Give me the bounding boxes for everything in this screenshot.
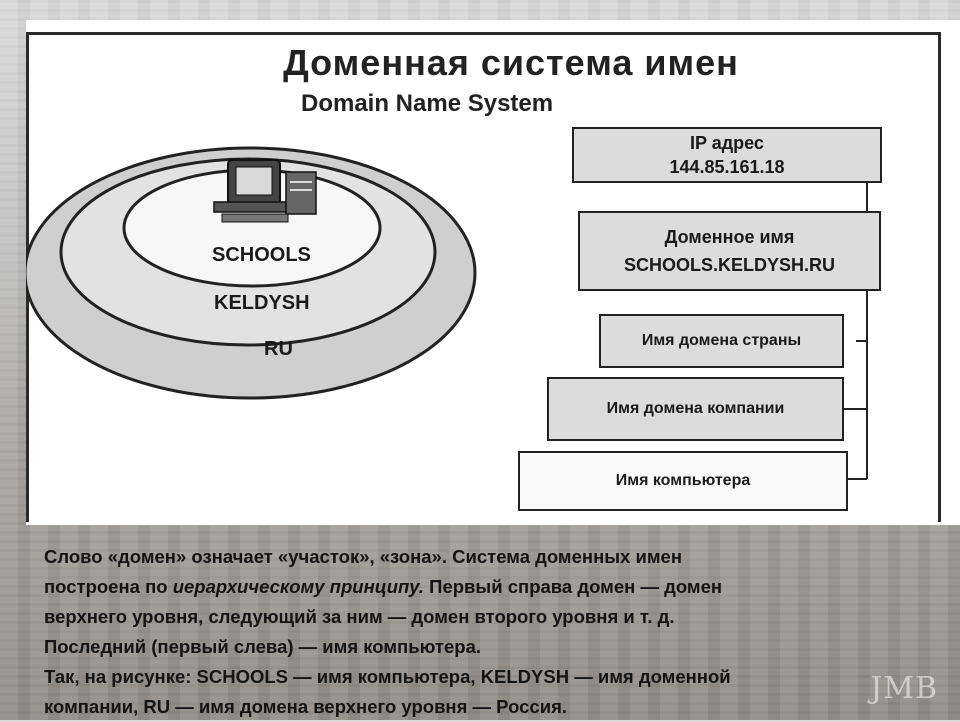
caption-line: верхнего уровня, следующий за ним — доме…: [44, 606, 675, 627]
caption-line: Так, на рисунке: SCHOOLS — имя компьютер…: [44, 666, 731, 687]
caption-line: Слово «домен» означает «участок», «зона»…: [44, 546, 682, 567]
computer-name-box: Имя компьютера: [518, 451, 848, 511]
company-domain-box: Имя домена компании: [547, 377, 844, 441]
domain-name-label: Доменное имя: [664, 227, 795, 247]
label-ru: RU: [264, 338, 293, 360]
caption-fragment: построена по: [44, 576, 173, 597]
label-schools: SCHOOLS: [212, 244, 311, 266]
computer-icon: [213, 159, 317, 223]
caption-emphasis: иерархическому принципу.: [172, 576, 425, 597]
company-domain-label: Имя домена компании: [606, 400, 785, 417]
ip-address-box: IP адрес 144.85.161.18: [572, 127, 882, 183]
caption-line: компании, RU — имя домена верхнего уровн…: [44, 696, 568, 717]
computer-name-label: Имя компьютера: [615, 472, 751, 489]
domain-name-box: Доменное имя SCHOOLS.KELDYSH.RU: [578, 211, 881, 291]
ip-address-value: 144.85.161.18: [669, 157, 785, 177]
caption-line: построена по иерархическому принципу. Пе…: [44, 572, 944, 602]
ip-address-label: IP адрес: [690, 133, 764, 153]
caption-text: Слово «домен» означает «участок», «зона»…: [44, 542, 944, 722]
caption-line: Последний (первый слева) — имя компьютер…: [44, 636, 482, 657]
diagram-title: Доменная система имен: [283, 42, 739, 83]
caption-fragment: Первый справа домен — домен: [424, 576, 723, 597]
domain-name-value: SCHOOLS.KELDYSH.RU: [623, 255, 836, 275]
jmb-watermark: JMB: [870, 671, 938, 706]
diagram-subtitle: Domain Name System: [301, 90, 554, 117]
country-domain-label: Имя домена страны: [641, 332, 802, 349]
label-keldysh: KELDYSH: [214, 292, 310, 314]
domain-diagram: [26, 146, 881, 480]
country-domain-box: Имя домена страны: [599, 314, 844, 368]
diagram-scan: Доменная система имен Domain Name System…: [26, 20, 960, 525]
